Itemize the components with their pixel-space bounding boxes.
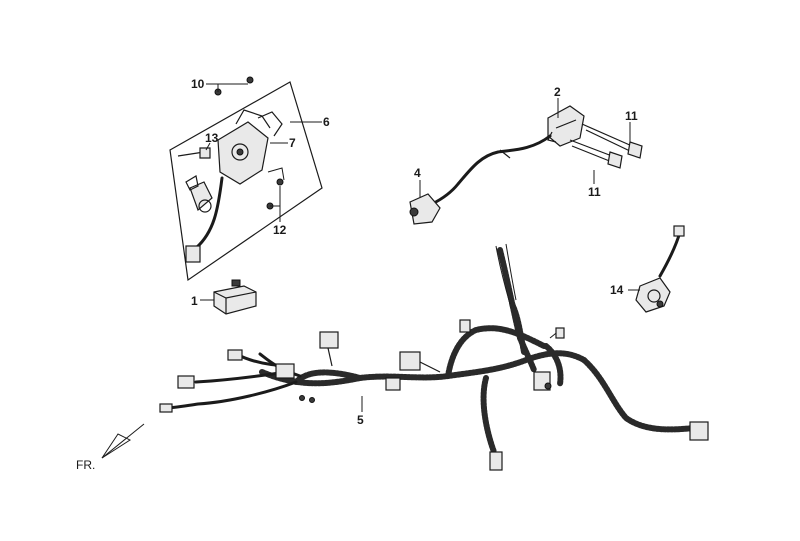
harness-connectors <box>159 319 709 471</box>
callout-7: 7 <box>289 136 296 150</box>
callout-10: 10 <box>191 77 205 91</box>
callout-14: 14 <box>610 283 624 297</box>
relay-part-1 <box>213 279 257 315</box>
sensor-part-14 <box>635 225 685 313</box>
ignition-coil-part-2 <box>409 105 643 225</box>
front-direction-label: FR. <box>76 458 96 472</box>
callout-2: 2 <box>554 85 561 99</box>
callout-4: 4 <box>414 166 421 180</box>
assembly-outline <box>169 81 323 282</box>
callout-5: 5 <box>357 413 364 427</box>
main-wiring-harness-part-5 <box>162 243 697 455</box>
lock-cylinder <box>189 181 213 212</box>
callout-1: 1 <box>191 294 198 308</box>
callout-13: 13 <box>205 131 219 145</box>
callout-11-upper: 11 <box>625 109 638 123</box>
switch-connector <box>185 245 201 263</box>
callout-6: 6 <box>323 115 330 129</box>
spark-plug-cap-part-4 <box>409 193 441 225</box>
callout-12: 12 <box>273 223 287 237</box>
ignition-switch-assembly <box>169 76 323 282</box>
callout-11-lower: 11 <box>588 185 601 199</box>
front-direction-arrow <box>101 423 145 459</box>
